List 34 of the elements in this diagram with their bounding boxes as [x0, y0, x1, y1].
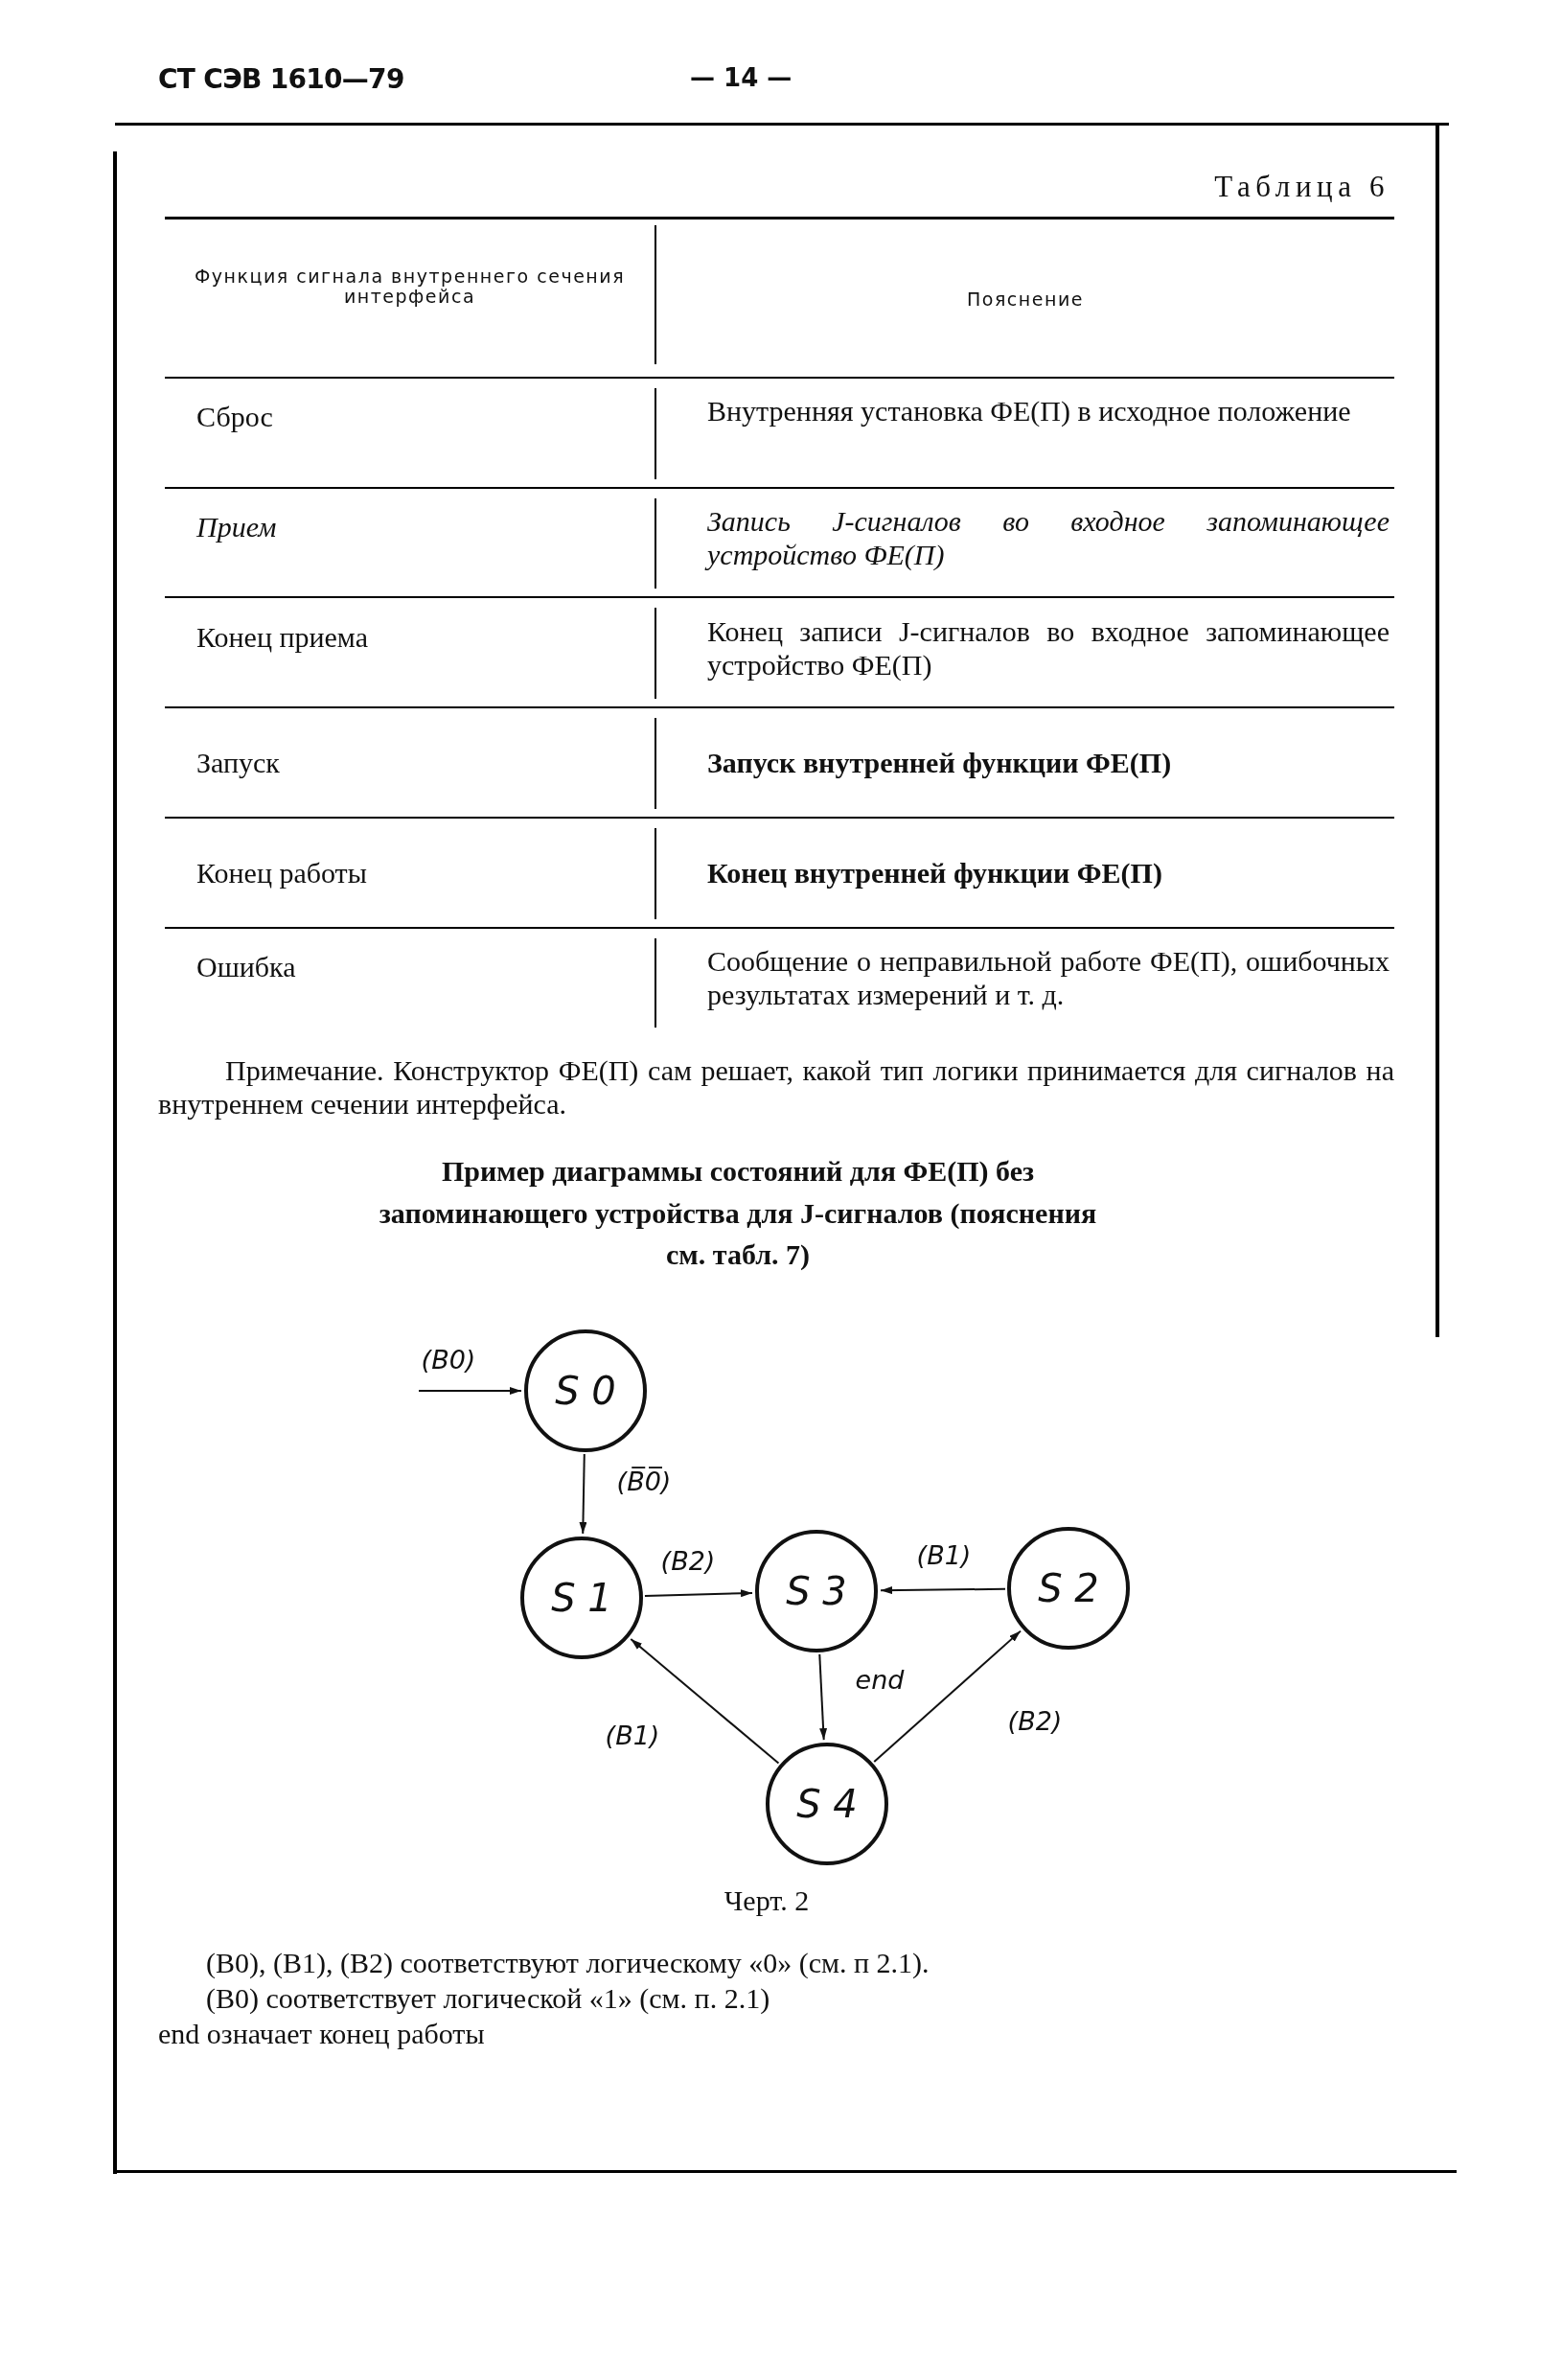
legend-note: (B0) соответствует логической «1» (см. п. 2.1): [206, 1981, 771, 2016]
note-paragraph: Примечание. Конструктор ФЕ(П) сам решает, какой тип логики принимается для сигналов на внутреннем сечении интерфейса.: [158, 1054, 1394, 1121]
page-header: СТ СЭВ 1610—79: [158, 62, 405, 97]
transition-arrow: [579, 1453, 587, 1535]
table-caption: Таблица 6: [1213, 169, 1390, 205]
table-cell: Сообщение о неправильной работе ФЕ(П), ошибочных результатах измерений и т. д.: [707, 945, 1390, 1011]
state-name: S 2: [1038, 1565, 1099, 1612]
table-cell-text: Внутренняя установка ФЕ(П) в исходное положение: [707, 395, 1352, 428]
state-name: S 0: [555, 1368, 616, 1415]
transition-arrow: [630, 1638, 780, 1765]
table-cell-text: Запуск: [196, 746, 281, 780]
state-name: S 1: [551, 1575, 612, 1622]
table-cell-text: Сброс: [196, 400, 274, 434]
table-cell-text: Прием: [196, 510, 278, 544]
page-number: — 14 —: [690, 62, 793, 94]
table-cell-text: Запуск внутренней функции ФЕ(П): [707, 746, 1173, 780]
table-cell-text: Конец работы: [196, 856, 368, 890]
column-header: Пояснение: [965, 288, 1085, 312]
figure-title: Пример диаграммы состояний для ФЕ(П) без запоминающего устройства для J-сигналов (пояснения см. табл. 7): [378, 1154, 1098, 1272]
state-name: S 3: [786, 1568, 847, 1615]
transition-arrow: [643, 1589, 754, 1598]
transition-arrow: [418, 1387, 522, 1395]
transition-arrow: [873, 1629, 1022, 1764]
legend-note: (B0), (B1), (B2) соответствуют логическому «0» (см. п 2.1).: [206, 1946, 930, 1980]
column-header: Функция сигнала внутреннего сечения интерфейса: [193, 266, 627, 307]
table-cell-text: Ошибка: [196, 950, 297, 984]
figure-caption: Черт. 2: [723, 1883, 811, 1918]
state-name: S 4: [796, 1781, 858, 1828]
legend-note: end означает конец работы: [158, 2017, 486, 2051]
transition-arrow: [880, 1586, 1006, 1595]
table-cell: Конец записи J-сигналов во входное запоминающее устройство ФЕ(П): [707, 615, 1390, 682]
table-cell-text: Конец внутренней функции ФЕ(П): [707, 856, 1163, 890]
transition-arrow: [818, 1652, 828, 1742]
table-cell-text: Конец приема: [196, 620, 369, 655]
